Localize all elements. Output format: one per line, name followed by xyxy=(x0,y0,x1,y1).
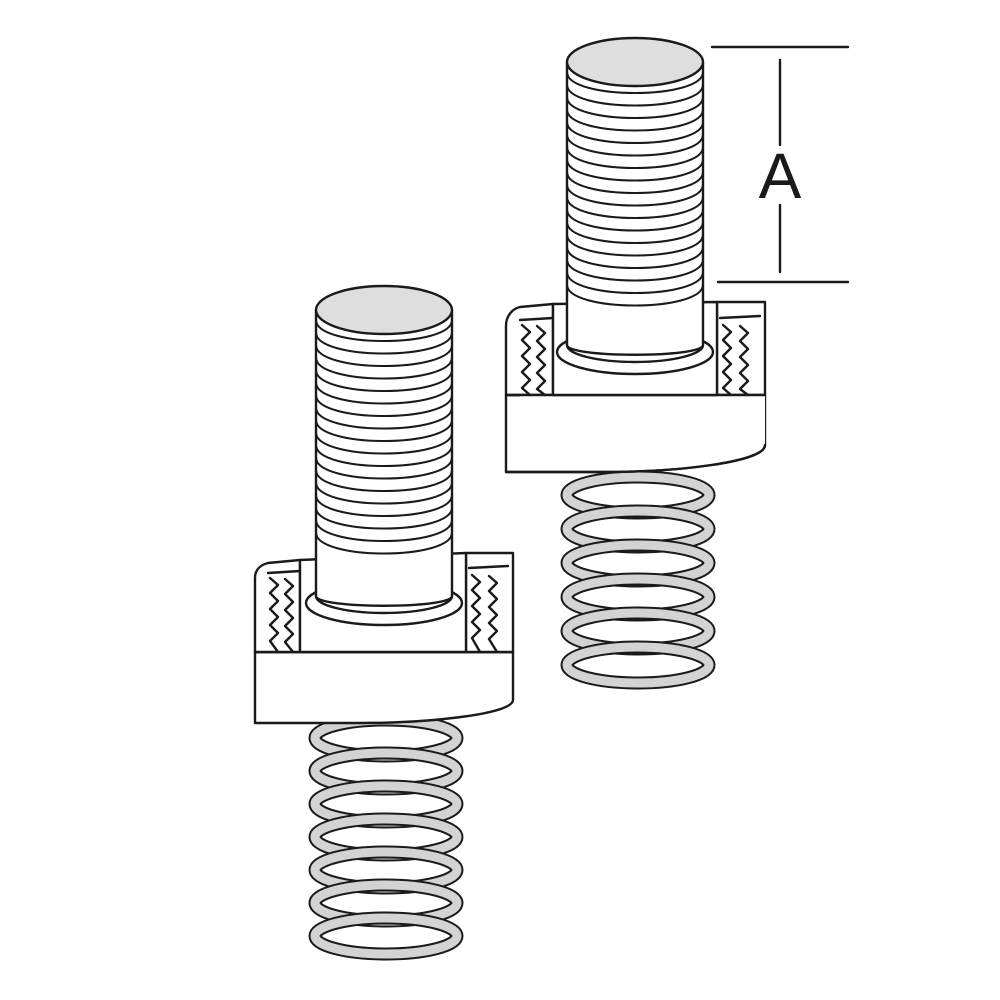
back-spring xyxy=(560,470,716,690)
thread-line xyxy=(566,121,704,144)
thread-line xyxy=(566,184,704,207)
thread-line xyxy=(566,234,704,257)
thread-line xyxy=(315,394,453,417)
front-spring-nut-assembly xyxy=(253,284,515,961)
thread-line xyxy=(566,246,704,269)
spring-coil xyxy=(562,642,714,688)
thread-line xyxy=(315,532,453,555)
thread-line xyxy=(315,319,453,342)
thread-line xyxy=(315,357,453,380)
thread-line xyxy=(315,519,453,542)
front-spring xyxy=(308,713,464,961)
thread-line xyxy=(315,482,453,505)
thread-line xyxy=(315,494,453,517)
dimension-a: A xyxy=(710,45,850,284)
thread-line xyxy=(315,332,453,355)
front-bolt-threads xyxy=(315,319,453,555)
thread-line xyxy=(315,444,453,467)
back-bolt-threads xyxy=(566,71,704,307)
thread-line xyxy=(315,344,453,367)
thread-line xyxy=(315,457,453,480)
thread-line xyxy=(315,382,453,405)
thread-line xyxy=(566,71,704,94)
dimension-label: A xyxy=(759,140,802,212)
back-bolt xyxy=(565,36,705,356)
thread-line xyxy=(315,419,453,442)
thread-line xyxy=(315,407,453,430)
thread-line xyxy=(566,221,704,244)
thread-line xyxy=(315,369,453,392)
thread-line xyxy=(566,96,704,119)
thread-line xyxy=(566,134,704,157)
thread-line xyxy=(566,159,704,182)
thread-line xyxy=(315,507,453,530)
thread-line xyxy=(566,284,704,307)
spring-coil xyxy=(310,913,462,959)
thread-line xyxy=(566,209,704,232)
thread-line xyxy=(566,196,704,219)
thread-line xyxy=(566,109,704,132)
thread-line xyxy=(566,84,704,107)
back-bolt-top-face xyxy=(565,36,705,88)
thread-line xyxy=(315,432,453,455)
thread-line xyxy=(566,146,704,169)
back-spring-nut-assembly xyxy=(504,36,767,690)
front-bolt xyxy=(314,284,454,607)
thread-line xyxy=(315,469,453,492)
thread-line xyxy=(566,259,704,282)
thread-line xyxy=(566,171,704,194)
thread-line xyxy=(566,271,704,294)
front-bolt-top-face xyxy=(314,284,454,336)
